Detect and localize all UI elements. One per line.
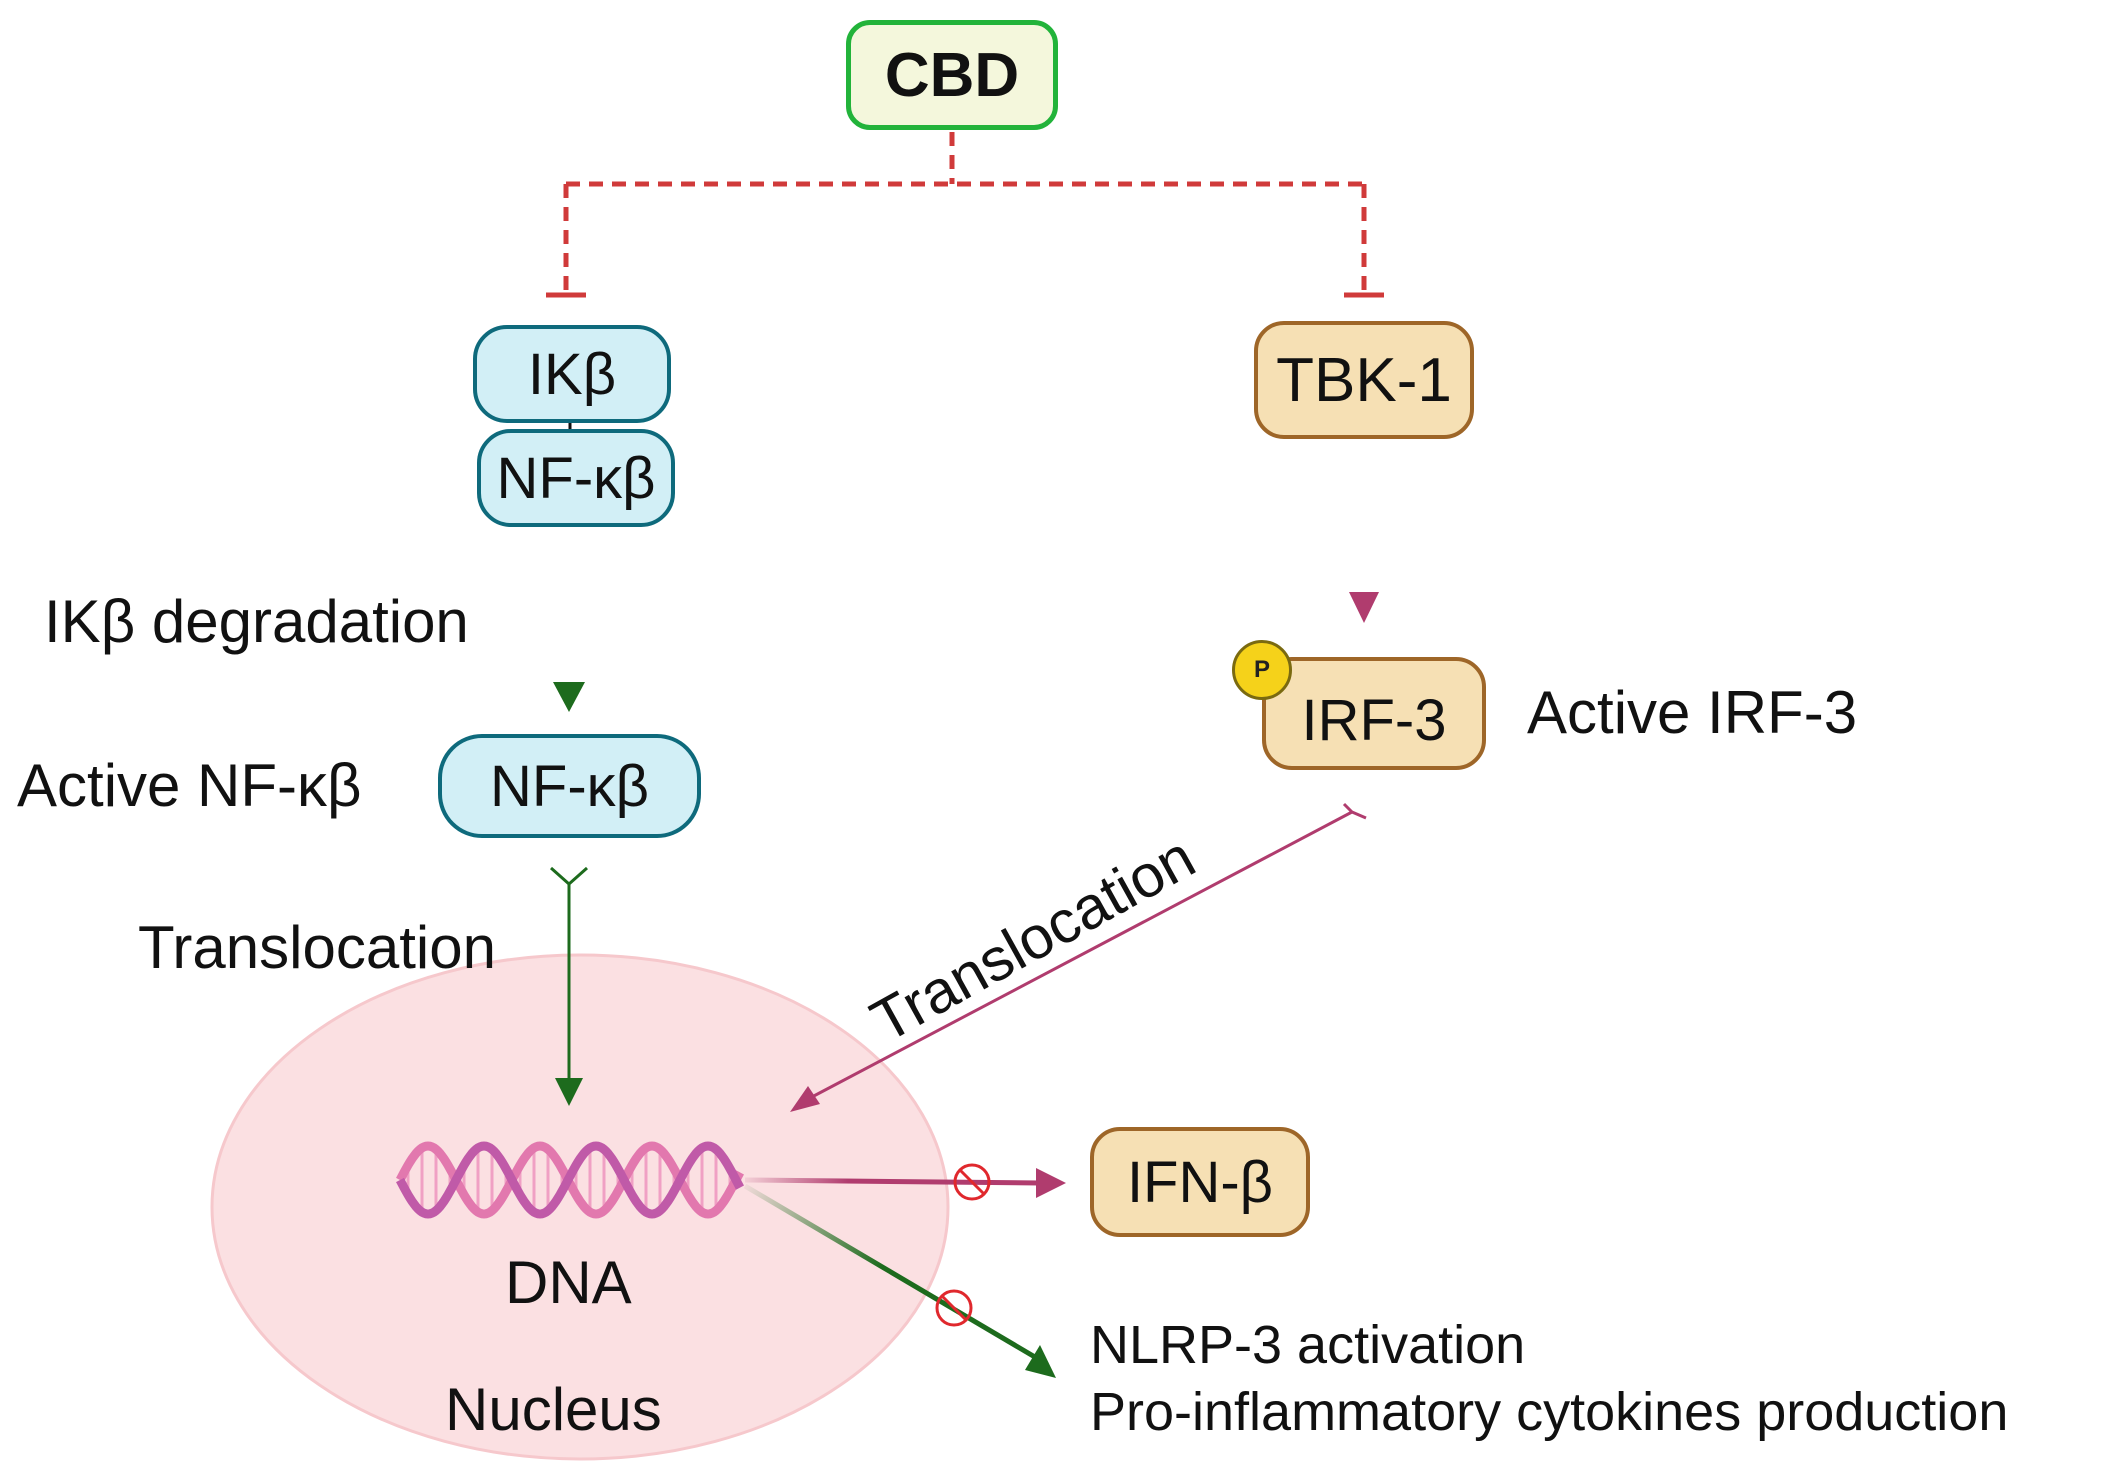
block-icon-ifnb	[953, 1163, 991, 1201]
nlrp3-activation-label: NLRP-3 activation	[1090, 1315, 1526, 1375]
cbd-inhibition-lines	[563, 132, 1367, 292]
translocation-left-label: Translocation	[138, 914, 496, 981]
proinflammatory-label: Pro-inflammatory cytokines production	[1090, 1382, 2009, 1442]
arrow-dna-ifnb	[744, 1177, 1041, 1186]
arrow-translocation-right	[809, 810, 1353, 1100]
phosphate-badge-icon: P	[1232, 640, 1292, 700]
arrowhead-dna-cytokines	[1025, 1345, 1056, 1378]
ikb-degradation-label: IKβ degradation	[44, 588, 469, 655]
nfkb-active-node: NF-κβ	[438, 734, 701, 838]
arrow-dna-cytokines	[743, 1183, 1042, 1363]
block-icon-cytokines	[935, 1289, 973, 1327]
arrowhead-translocation-right	[790, 1086, 820, 1112]
nfkb-bound-node: NF-κβ	[477, 429, 675, 527]
active-nfkb-label: Active NF-κβ	[17, 752, 362, 819]
dna-label: DNA	[505, 1249, 632, 1316]
receptor-symbol-left	[550, 866, 588, 887]
nucleus-label: Nucleus	[445, 1376, 662, 1443]
ifnb-node: IFN-β	[1090, 1127, 1310, 1237]
irf3-node: IRF-3	[1262, 657, 1486, 770]
arrowhead-translocation-left	[555, 1078, 583, 1106]
cbd-node: CBD	[846, 20, 1058, 130]
tbk1-node: TBK-1	[1254, 321, 1474, 439]
arrowhead-ikb-degradation	[553, 682, 585, 712]
arrowhead-dna-ifnb	[1036, 1168, 1066, 1198]
active-irf3-label: Active IRF-3	[1527, 679, 1858, 746]
dna-helix-icon	[396, 1141, 744, 1219]
ikb-node: IKβ	[473, 325, 671, 423]
arrowhead-tbk1-irf3	[1349, 592, 1379, 623]
